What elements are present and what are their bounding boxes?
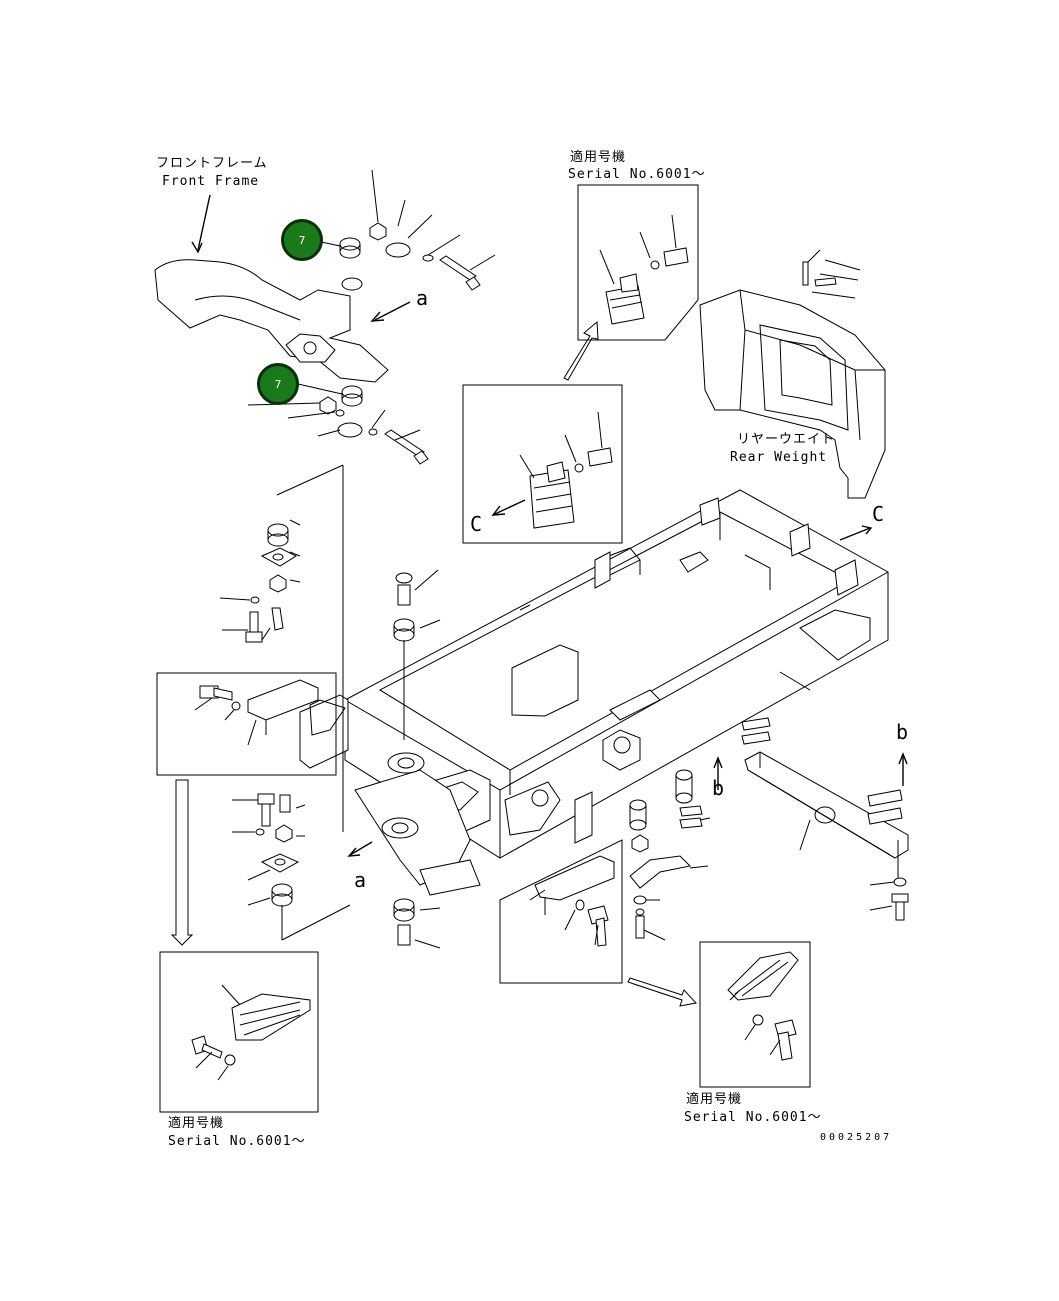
serial-label-bl-en: Serial No.6001〜: [168, 1134, 306, 1149]
view-a-label-top: a: [416, 286, 430, 310]
front-frame-label-jp: フロントフレーム: [156, 156, 268, 171]
callout-number: 7: [298, 233, 306, 247]
rear-step-detail-box: [499, 839, 623, 984]
main-frame: [299, 489, 889, 896]
rear-weight-label-en: Rear Weight: [730, 450, 828, 465]
left-stack-hardware: [219, 464, 351, 941]
serial-label-br-en: Serial No.6001〜: [684, 1110, 822, 1125]
view-c-label-detail: C: [470, 512, 484, 536]
serial-detail-box-top: [577, 184, 699, 341]
part-callout-7-top[interactable]: 7: [281, 219, 323, 261]
view-b-label-right: b: [896, 720, 910, 744]
callout-number: 7: [274, 377, 282, 391]
front-frame-part: [154, 169, 496, 383]
center-stack-hardware: [393, 569, 441, 949]
serial-label-top-en: Serial No.6001〜: [568, 167, 706, 182]
cross-member-part: [741, 717, 909, 921]
rear-weight-label-jp: リヤーウエイト: [737, 432, 836, 447]
view-b-label-center: b: [712, 776, 726, 800]
top-hardware: [339, 222, 481, 291]
serial-label-br-jp: 適用号機: [686, 1092, 743, 1107]
drawing-number: 00025207: [820, 1132, 893, 1143]
serial-label-bl-jp: 適用号機: [168, 1116, 225, 1131]
step-detail-box: [156, 672, 337, 776]
front-frame-label-en: Front Frame: [162, 174, 260, 189]
serial-detail-box-bottom-right: [699, 941, 811, 1088]
view-c-label-frame: C: [872, 502, 886, 526]
detail-c-box: [462, 384, 623, 544]
lower-hardware: [247, 385, 429, 465]
right-center-hardware: [629, 769, 711, 941]
serial-detail-box-bottom-left: [159, 951, 319, 1113]
view-a-label-bottom: a: [354, 868, 368, 892]
rear-weight-part: [699, 249, 886, 499]
serial-label-top-jp: 適用号機: [570, 150, 627, 165]
part-callout-7-bottom[interactable]: 7: [257, 363, 299, 405]
